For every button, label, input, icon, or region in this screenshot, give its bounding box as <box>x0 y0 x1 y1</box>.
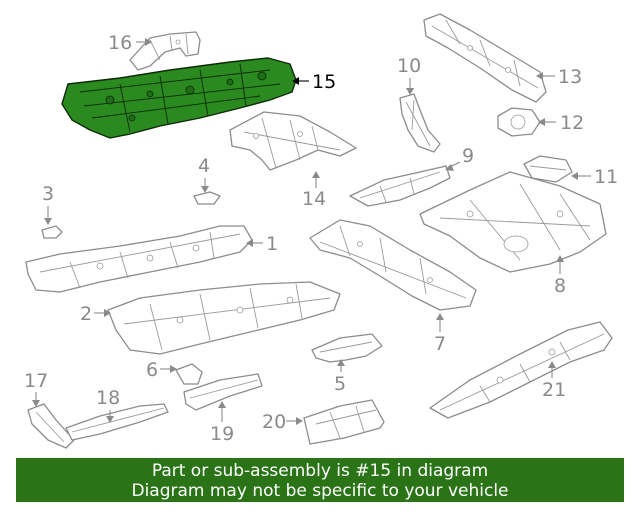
part-20-frame[interactable] <box>303 399 385 445</box>
part-19-bracket[interactable] <box>183 373 263 411</box>
part-21-rear-side-member[interactable] <box>429 321 613 419</box>
callout-15-label: 15 <box>312 71 336 93</box>
callout-20-label: 20 <box>262 411 286 433</box>
callout-15[interactable]: 15 <box>292 71 336 93</box>
part-10-bracket[interactable] <box>399 93 441 153</box>
callout-21[interactable]: 21 <box>542 361 566 401</box>
banner-line-disclaimer: Diagram may not be specific to your vehi… <box>131 481 509 501</box>
part-8-rear-floor-pan[interactable] <box>419 171 607 273</box>
callout-1[interactable]: 1 <box>246 233 278 255</box>
callout-7-label: 7 <box>434 333 446 355</box>
callout-8[interactable]: 8 <box>554 255 566 297</box>
callout-2[interactable]: 2 <box>80 303 111 325</box>
part-7-center-member[interactable] <box>309 219 477 311</box>
callout-5-label: 5 <box>334 373 346 395</box>
callout-6[interactable]: 6 <box>146 359 177 381</box>
part-1-front-floor-pan[interactable] <box>25 225 253 293</box>
callout-12-label: 12 <box>560 112 584 134</box>
part-12-plate[interactable] <box>497 107 541 137</box>
callout-11[interactable]: 11 <box>571 166 618 188</box>
callout-14-label: 14 <box>302 188 326 210</box>
part-17-bracket[interactable] <box>27 403 75 449</box>
callout-9-label: 9 <box>462 145 474 167</box>
callout-7[interactable]: 7 <box>434 313 446 355</box>
part-15-floor-member-highlighted[interactable] <box>61 57 297 139</box>
callout-10-label: 10 <box>397 55 421 77</box>
part-2-floor-pan[interactable] <box>107 281 341 355</box>
callout-5[interactable]: 5 <box>334 359 346 395</box>
callout-6-label: 6 <box>146 359 158 381</box>
part-4-clip[interactable] <box>193 191 221 205</box>
callout-16[interactable]: 16 <box>108 32 152 54</box>
callout-17-label: 17 <box>24 370 48 392</box>
part-14-cross-member[interactable] <box>229 111 357 171</box>
callout-16-label: 16 <box>108 32 132 54</box>
info-banner: Part or sub-assembly is #15 in diagram D… <box>16 458 624 502</box>
callout-3-label: 3 <box>42 183 54 205</box>
part-3-clip[interactable] <box>41 225 63 239</box>
callout-13-label: 13 <box>558 66 582 88</box>
part-18-side-member[interactable] <box>65 403 169 441</box>
callout-17[interactable]: 17 <box>24 370 48 407</box>
callout-14[interactable]: 14 <box>302 171 326 210</box>
callout-4[interactable]: 4 <box>198 155 210 193</box>
callout-18-label: 18 <box>96 387 120 409</box>
part-9-bracket[interactable] <box>349 165 451 207</box>
callout-18[interactable]: 18 <box>96 387 120 423</box>
callout-13[interactable]: 13 <box>536 66 582 88</box>
part-5-bracket[interactable] <box>311 333 383 363</box>
part-6-bracket[interactable] <box>175 363 203 385</box>
part-16-bracket[interactable] <box>129 31 201 71</box>
callout-12[interactable]: 12 <box>538 112 584 134</box>
callout-8-label: 8 <box>554 275 566 297</box>
callout-21-label: 21 <box>542 379 566 401</box>
callout-1-label: 1 <box>266 233 278 255</box>
callout-19[interactable]: 19 <box>210 401 234 445</box>
callout-2-label: 2 <box>80 303 92 325</box>
callout-20[interactable]: 20 <box>262 411 303 433</box>
callout-11-label: 11 <box>594 166 618 188</box>
part-13-rear-rail[interactable] <box>423 13 547 103</box>
callout-4-label: 4 <box>198 155 210 177</box>
callout-10[interactable]: 10 <box>397 55 421 95</box>
callout-3[interactable]: 3 <box>42 183 54 225</box>
banner-line-part-number: Part or sub-assembly is #15 in diagram <box>151 461 489 481</box>
callout-9[interactable]: 9 <box>445 145 474 171</box>
callout-19-label: 19 <box>210 423 234 445</box>
